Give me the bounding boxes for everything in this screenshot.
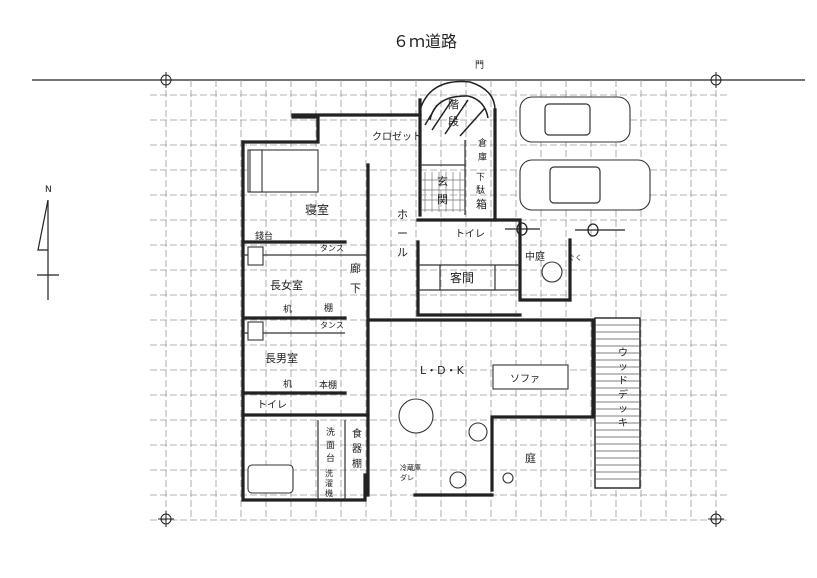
cupboard-label: 棚: [352, 457, 362, 470]
wood-deck: [594, 317, 641, 489]
storage-label: 庫: [478, 151, 487, 163]
site-grid: [150, 80, 730, 521]
storage-label: 倉: [478, 137, 487, 149]
courtyard-label: 中庭: [525, 250, 545, 263]
corridor-label: 下: [350, 282, 361, 295]
bicycle-icon: [505, 222, 625, 237]
hall-label: ホ: [397, 208, 408, 221]
hall-label: ル: [397, 246, 408, 259]
wood-deck-label: ド: [618, 376, 628, 387]
laundry-label: 機: [325, 488, 333, 498]
entrance-label: 関: [437, 193, 448, 206]
stove-label: 錢台: [255, 230, 273, 242]
wood-deck-label: デ: [618, 388, 628, 401]
washbasin-label: 面: [326, 440, 335, 451]
fridge-label: 冷蔵庫: [400, 463, 421, 472]
garden-label: 庭: [525, 451, 536, 465]
bedroom-label: 寝室: [305, 202, 329, 217]
road-title: ６ｍ道路: [393, 32, 457, 51]
laundry-label: 洗: [325, 468, 333, 478]
closet-label: クロゼット: [372, 131, 422, 143]
north-label: N: [45, 185, 52, 195]
hall-label: ー: [397, 227, 408, 240]
entrance-tile: [422, 172, 465, 212]
cupboard-label: 器: [352, 443, 362, 455]
interior-partitions: [241, 140, 520, 500]
stairs-label: 段: [448, 114, 459, 128]
bookshelf-label: 本棚: [319, 379, 337, 391]
cupboard-label: 食: [352, 427, 362, 440]
ldk-label: L・D・K: [420, 364, 465, 377]
laundry-label: 濯: [325, 478, 333, 488]
car-icon: [519, 96, 651, 211]
wood-deck-label: キ: [618, 418, 628, 429]
washbasin-label: 台: [326, 452, 335, 464]
toilet-label: トイレ: [455, 229, 485, 240]
entrance-label: 玄: [437, 174, 448, 188]
eldest-son-room-label: 長男室: [265, 351, 298, 365]
shoe-box-label: 箱: [476, 197, 487, 211]
guest-room-label: 客間: [450, 270, 474, 285]
wood-deck-label: ッ: [618, 362, 628, 373]
desk-label: 机: [283, 378, 292, 390]
north-arrow-icon: [37, 199, 59, 300]
exterior-walls: [241, 98, 595, 502]
corner-markers: [158, 72, 724, 527]
tansu-label: タンス: [320, 244, 344, 253]
furniture: [247, 149, 569, 494]
wood-deck-label: ッ: [618, 404, 628, 415]
eldest-daughter-room-label: 長女室: [270, 278, 303, 292]
toilet-label: トイレ: [257, 400, 287, 411]
wood-deck-label: ウ: [618, 347, 628, 359]
tansu-label: タンス: [320, 321, 344, 330]
fridge-label: ダレ: [400, 473, 414, 482]
corridor-label: 廊: [350, 261, 361, 275]
gate-label: 門: [475, 60, 484, 71]
shoe-box-label: 駄: [476, 184, 485, 196]
desk-label: 机: [283, 303, 292, 315]
rock-label: ぐく: [568, 254, 582, 262]
stairs-label: 階: [448, 97, 459, 111]
shoe-box-label: 下: [476, 173, 485, 183]
stair-spiral: [419, 80, 496, 137]
washbasin-label: 洗: [326, 426, 335, 438]
shelf-label: 棚: [324, 302, 333, 314]
sofa-label: ソファ: [510, 374, 540, 385]
